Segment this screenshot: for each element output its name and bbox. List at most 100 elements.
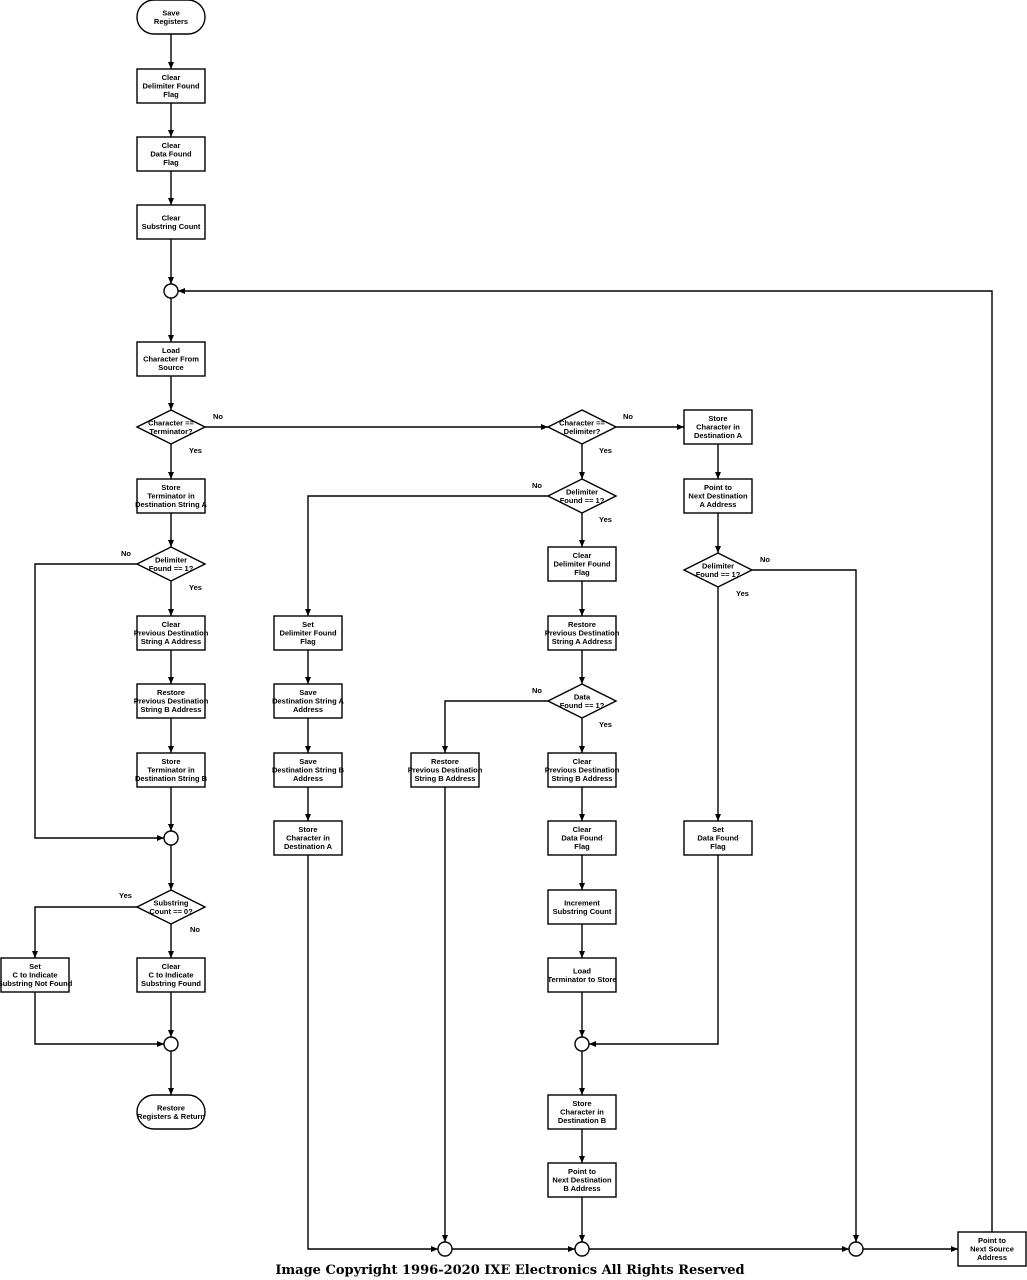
restore-prev-b-1-label: Previous Destination [134,697,209,706]
store-char-a-mid-label: Character in [286,834,330,843]
load-term-store-process-box [547,957,617,993]
edge-label-no: No [623,412,633,421]
clear-data-flag-1-label: Clear [162,141,181,150]
edge-34 [589,855,719,1047]
delim-found-1-label: Found == 1? [149,564,194,573]
restore-prev-b-2-label: Restore [431,757,459,766]
clear-data-flag-2-label: Clear [573,825,592,834]
char-eq-term-decision [135,409,207,445]
store-char-b-label: Store [572,1099,591,1108]
restore-prev-b-1-process-box [136,683,206,719]
junction-bottom-1 [437,1241,453,1257]
restore-prev-a-process-box [547,615,617,651]
restore-registers-label: Registers & Return [137,1112,205,1121]
clear-prev-b-label: Clear [573,757,592,766]
edge-label-no: No [532,686,542,695]
point-next-b-label: Point to [568,1167,596,1176]
edge-label-yes: Yes [189,583,202,592]
clear-delim-flag-2-label: Flag [574,568,590,577]
clear-data-flag-1-label: Flag [163,158,179,167]
edge-label-yes: Yes [736,589,749,598]
set-data-flag-process-box [683,820,753,856]
restore-prev-a-label: String A Address [552,637,612,646]
set-data-flag-label: Data Found [697,834,739,843]
restore-prev-a-label: Previous Destination [545,629,620,638]
inc-substring-count-process-box [547,889,617,925]
edge-delim3-no [752,569,859,1242]
edge-label-no: No [760,555,770,564]
save-registers-label: Registers [154,17,188,26]
restore-prev-b-2-process-box [410,752,480,788]
clear-c-found-label: Clear [162,962,181,971]
store-char-a-right-label: Character in [696,423,740,432]
restore-registers-label: Restore [157,1103,185,1112]
clear-substring-count-label: Clear [162,213,181,222]
edge-label-yes: Yes [599,446,612,455]
delim-found-1-decision [135,546,207,582]
clear-prev-b-label: String B Address [552,774,613,783]
flow-edges [32,34,993,1252]
edge-subcount-yes [32,906,137,958]
save-dest-b-process-box [273,752,343,788]
store-term-a-process-box [136,478,206,514]
store-char-a-right-process-box [683,409,753,445]
clear-data-flag-2-label: Data Found [561,834,603,843]
clear-prev-a-process-box [136,615,206,651]
save-registers-terminal [136,0,206,35]
clear-data-flag-2-process-box [547,820,617,856]
data-found-1-label: Data [574,692,591,701]
clear-delim-flag-2-label: Clear [573,551,592,560]
point-next-b-label: B Address [563,1184,600,1193]
restore-prev-b-2-label: String B Address [415,774,476,783]
junction-mid-1 [574,1036,590,1052]
edge-label-yes: Yes [189,446,202,455]
point-next-a-label: Point to [704,483,732,492]
save-dest-a-label: Save [299,688,317,697]
clear-data-flag-1-label: Data Found [150,150,192,159]
clear-delim-flag-2-process-box [547,546,617,582]
edge-delim2-no [305,495,548,616]
load-char-label: Load [162,346,180,355]
junction-bottom-2 [574,1241,590,1257]
clear-c-found-label: Substring Found [141,979,201,988]
set-delim-flag-label: Set [302,620,314,629]
clear-delim-flag-1-label: Flag [163,90,179,99]
data-found-1-decision [546,683,618,719]
store-char-b-label: Character in [560,1108,604,1117]
delim-found-3-label: Found == 1? [696,570,741,579]
clear-delim-flag-1-process-box [136,68,206,104]
store-char-a-right-label: Destination A [694,431,743,440]
point-next-src-label: Next Source [970,1245,1014,1254]
save-dest-a-label: Address [293,705,323,714]
edge-delim1-no [34,563,164,841]
substring-count-0-label: Substring [154,898,189,907]
set-data-flag-label: Flag [710,842,726,851]
save-dest-a-label: Destination String A [272,697,344,706]
edge-data-no [442,700,548,753]
point-next-a-process-box [683,478,753,514]
restore-prev-b-2-label: Previous Destination [408,766,483,775]
load-char-label: Character From [143,355,199,364]
store-char-a-mid-process-box [273,820,343,856]
load-char-label: Source [158,363,183,372]
store-char-a-mid-label: Destination A [284,842,333,851]
restore-prev-a-label: Restore [568,620,596,629]
char-eq-delim-decision [546,409,618,445]
edge-label-yes: Yes [599,720,612,729]
set-c-not-found-label: Substring Not Found [0,979,73,988]
clear-delim-flag-2-label: Delimiter Found [553,560,611,569]
data-found-1-label: Found == 1? [560,701,605,710]
delim-found-1-label: Delimiter [155,555,187,564]
char-eq-delim-label: Delimiter? [564,427,601,436]
set-delim-flag-process-box [273,615,343,651]
store-char-b-process-box [547,1094,617,1130]
edge-14 [34,992,164,1047]
clear-delim-flag-1-label: Clear [162,73,181,82]
point-next-a-label: A Address [700,500,737,509]
edge-label-no: No [532,481,542,490]
char-eq-delim-label: Character == [559,418,605,427]
store-char-a-right-label: Store [708,414,727,423]
clear-substring-count-process-box [136,204,206,240]
